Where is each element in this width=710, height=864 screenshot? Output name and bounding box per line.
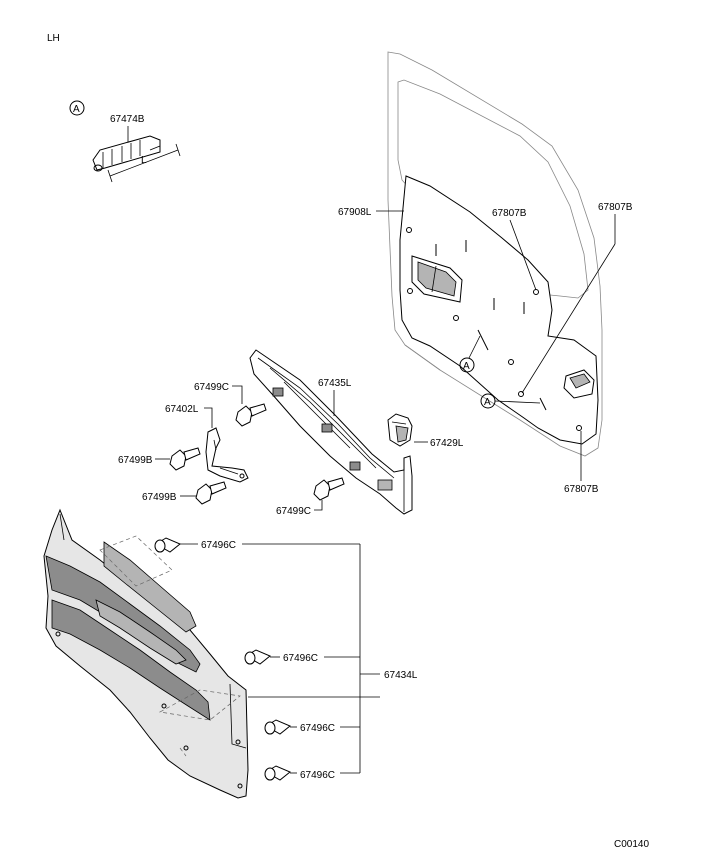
trim-lower-band — [51, 599, 211, 721]
label-67402L: 67402L — [165, 404, 199, 415]
part-67435L — [249, 349, 413, 515]
part-67402L — [205, 427, 249, 483]
label-67496C-2: 67496C — [283, 653, 318, 664]
screw-67499C-2 — [313, 477, 345, 501]
part-67434L — [43, 508, 249, 799]
label-67434L: 67434L — [384, 670, 418, 681]
label-67499C-1: 67499C — [194, 382, 229, 393]
side-label: LH — [47, 33, 60, 44]
label-67807B-2: 67807B — [598, 202, 633, 213]
detail-a-clip: A 67474B L — [69, 100, 181, 183]
label-67908L: 67908L — [338, 207, 372, 218]
label-67474B: 67474B — [110, 114, 145, 125]
leader-67402L — [204, 407, 213, 428]
leader-67499C-1 — [232, 385, 243, 404]
bracket-67402L — [205, 427, 249, 483]
label-67429L: 67429L — [430, 438, 464, 449]
label-67807B-1: 67807B — [492, 208, 527, 219]
label-67499B-2: 67499B — [142, 492, 177, 503]
callout-letter-1: A — [463, 361, 470, 372]
callout-circle-a-1 — [459, 357, 475, 373]
label-67435L: 67435L — [318, 378, 352, 389]
label-67499B-1: 67499B — [118, 455, 153, 466]
clip-ribs — [102, 140, 141, 168]
dim-line-l — [109, 149, 179, 177]
dim-label-l: L — [141, 155, 147, 166]
leader-67807B-1 — [509, 219, 537, 291]
clip-67496C-2 — [244, 649, 271, 665]
label-67807B-3: 67807B — [564, 484, 599, 495]
clip-67496C-1 — [154, 537, 181, 553]
callout-letter-detail: A — [73, 104, 80, 115]
label-67496C-1: 67496C — [201, 540, 236, 551]
part-67429L — [387, 413, 413, 447]
callout-circle-a-detail — [69, 100, 85, 116]
clip-end — [93, 164, 103, 172]
door-outline-outer — [387, 51, 603, 457]
drawing-code: C00140 — [614, 839, 649, 850]
screw-67499C-1 — [235, 403, 267, 427]
label-67496C-4: 67496C — [300, 770, 335, 781]
clip-guides — [99, 535, 241, 757]
trim-pull-handle — [103, 541, 197, 633]
clip-67496C-3 — [264, 719, 291, 735]
label-67499C-2: 67499C — [276, 506, 311, 517]
screw-67499B-2 — [195, 481, 227, 505]
leader-67807B-2 — [521, 243, 616, 394]
label-67496C-3: 67496C — [300, 723, 335, 734]
clip-67496C-4 — [264, 765, 291, 781]
screw-67499B-1 — [169, 447, 201, 471]
callout-letter-2: A — [484, 397, 491, 408]
leader-67499C-2 — [314, 500, 323, 511]
